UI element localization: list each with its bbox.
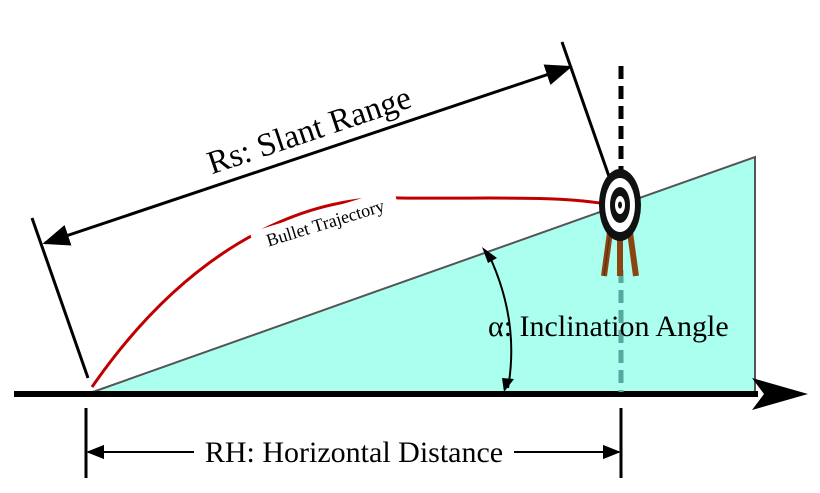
horizontal-distance-label: RH: Horizontal Distance: [205, 436, 503, 469]
bullseye-target-icon: [599, 169, 641, 277]
slant-extension-left: [30, 217, 90, 379]
slant-extension-right: [560, 41, 614, 186]
angle-arrowhead-top: [482, 247, 497, 263]
inclination-angle-arc: [487, 252, 513, 389]
ground-arrowhead: [752, 378, 808, 410]
slant-label-gap: [199, 76, 419, 184]
slope-triangle: [89, 155, 756, 394]
inclination-angle-label: α: Inclination Angle: [488, 310, 729, 343]
slant-range-dimension-arrow: [42, 64, 573, 246]
angle-arrowhead-bottom: [502, 378, 514, 392]
trajectory-label-gap: [249, 188, 401, 258]
